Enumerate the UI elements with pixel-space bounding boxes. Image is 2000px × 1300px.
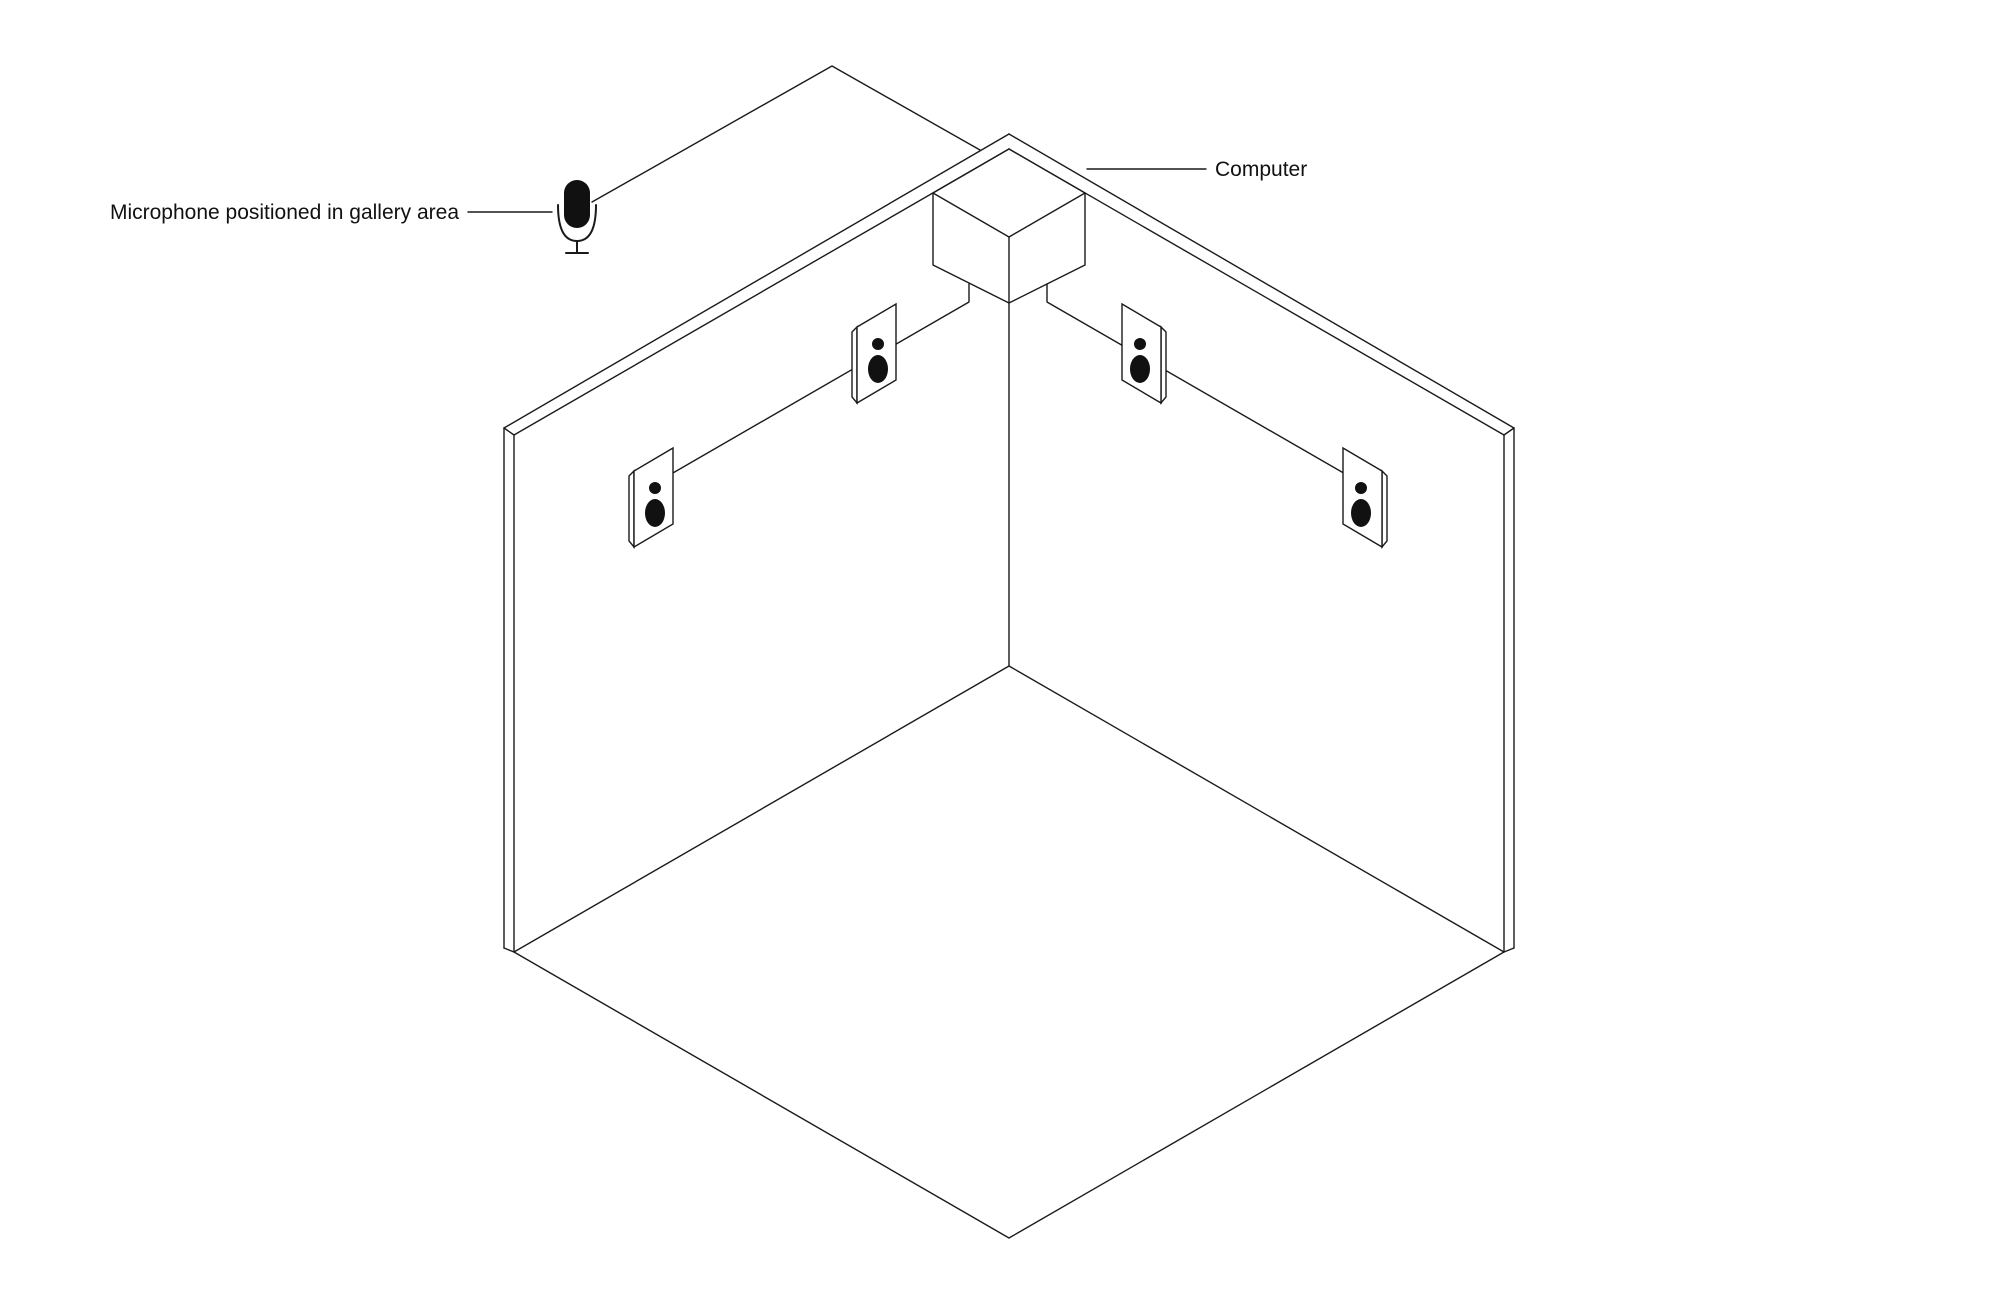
microphone-label: Microphone positioned in gallery area	[110, 201, 459, 224]
computer-label: Computer	[1215, 158, 1307, 181]
right-speaker-cable	[1046, 283, 1381, 495]
cables	[591, 65, 1381, 495]
speaker-icon	[1342, 446, 1388, 549]
room-floor	[513, 665, 1505, 1239]
speaker-icon	[851, 302, 897, 405]
microphone-icon	[557, 180, 597, 254]
microphone-cable	[591, 65, 981, 203]
left-wall	[503, 133, 1010, 953]
speaker-icon	[1121, 302, 1167, 405]
computer-box	[932, 148, 1086, 304]
left-speaker-cable	[639, 283, 970, 493]
speaker-icon	[628, 446, 674, 549]
right-wall	[1008, 133, 1515, 953]
